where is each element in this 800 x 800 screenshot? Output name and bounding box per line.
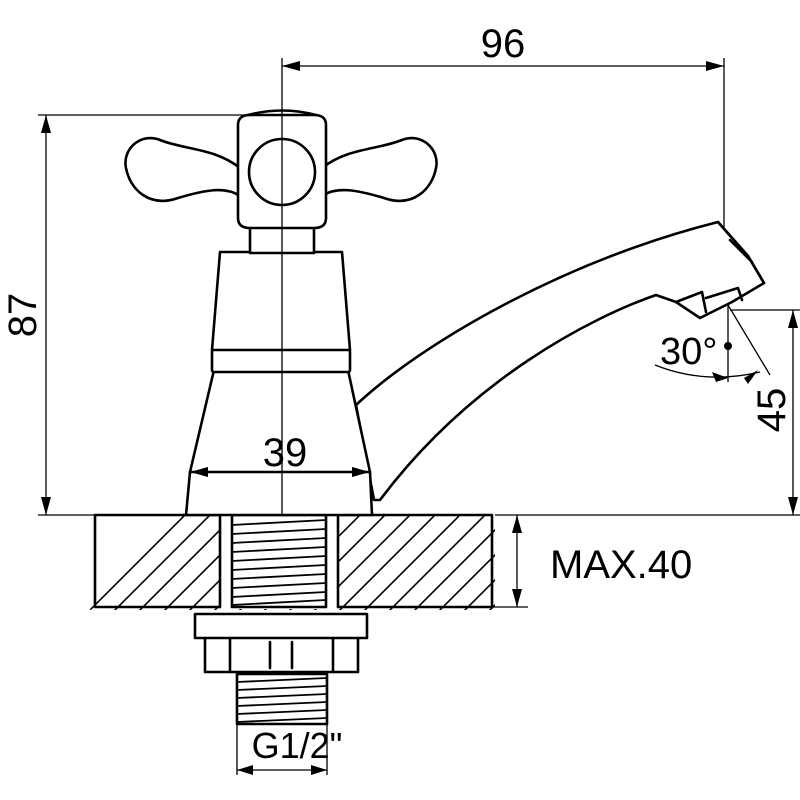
dimension-base: 39 [190, 431, 370, 477]
bottom-thread [235, 672, 329, 726]
dimension-39-label: 39 [263, 431, 308, 475]
dimension-96-label: 96 [481, 22, 526, 66]
dimension-height: 87 [1, 114, 282, 516]
dimension-thread: G1/2" [236, 724, 343, 775]
dimension-45-label: 45 [750, 388, 794, 433]
dimension-spout-height: 45 [495, 309, 800, 516]
spout [354, 220, 766, 502]
cross-handle [124, 109, 438, 230]
dimension-thread-label: G1/2" [252, 725, 343, 766]
dimension-width: 96 [282, 22, 725, 228]
dimension-max40-label: MAX.40 [550, 543, 692, 587]
dimension-angle: 30° [654, 304, 771, 384]
faucet-body [184, 250, 374, 517]
dimension-87-label: 87 [1, 293, 45, 338]
dimension-30-label: 30° [660, 331, 717, 373]
dimension-counter-thickness: MAX.40 [492, 515, 692, 608]
lock-nut [193, 612, 369, 674]
